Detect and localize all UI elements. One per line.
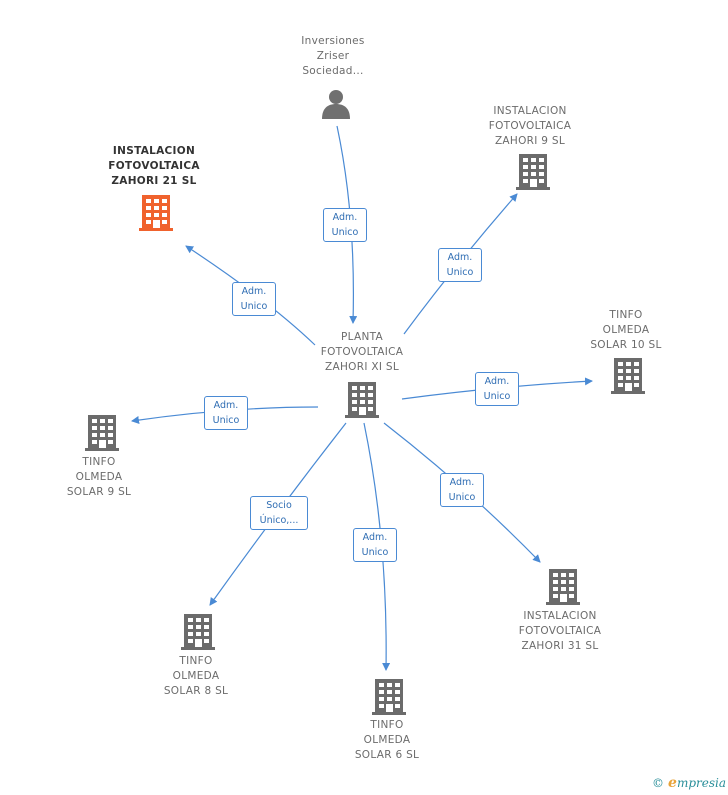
copyright-footer: ©empresia (652, 775, 726, 791)
node-label-line: FOTOVOLTAICA (518, 625, 602, 637)
node-label-zahori9[interactable]: INSTALACION FOTOVOLTAICA ZAHORI 9 SL (470, 104, 590, 149)
building-icon-center[interactable] (345, 382, 379, 418)
edge-label-line: Adm. (362, 532, 388, 543)
edge-label-zahori31[interactable]: Adm. Unico (440, 473, 484, 507)
edge-label-line: Unico (212, 415, 240, 426)
node-label-line: ZAHORI 31 SL (521, 640, 599, 652)
node-label-line: INSTALACION (112, 145, 196, 157)
node-label-line: SOLAR 10 SL (590, 339, 662, 351)
node-label-line: OLMEDA (363, 734, 411, 746)
edge-label-line: Unico (446, 267, 474, 278)
edge-label-center[interactable]: Adm. Unico (323, 208, 367, 242)
building-icon-zahori21[interactable] (139, 195, 173, 231)
node-label-line: SOLAR 8 SL (163, 685, 229, 697)
edge-label-tinfo10[interactable]: Adm. Unico (475, 372, 519, 406)
node-label-line: OLMEDA (602, 324, 650, 336)
building-icon-tinfo8[interactable] (181, 614, 215, 650)
node-label-tinfo6[interactable]: TINFO OLMEDA SOLAR 6 SL (327, 718, 447, 763)
edge-label-zahori9[interactable]: Adm. Unico (438, 248, 482, 282)
node-label-center[interactable]: PLANTA FOTOVOLTAICA ZAHORI XI SL (302, 330, 422, 375)
node-label-line: OLMEDA (75, 471, 123, 483)
building-icon-tinfo10[interactable] (611, 358, 645, 394)
copyright-symbol: © (652, 776, 665, 790)
node-label-line: FOTOVOLTAICA (320, 346, 404, 358)
node-label-line: ZAHORI XI SL (324, 361, 399, 373)
edge-label-line: Unico (240, 301, 268, 312)
node-label-line: INSTALACION (493, 105, 567, 117)
node-label-tinfo8[interactable]: TINFO OLMEDA SOLAR 8 SL (136, 654, 256, 699)
node-label-line: ZAHORI 21 SL (111, 175, 197, 187)
node-label-tinfo10[interactable]: TINFO OLMEDA SOLAR 10 SL (566, 308, 686, 353)
edge-label-line: Unico (331, 227, 359, 238)
node-label-line: TINFO (82, 456, 116, 468)
node-label-line: OLMEDA (172, 670, 220, 682)
node-label-line: Zriser (316, 50, 350, 62)
node-label-line: SOLAR 6 SL (354, 749, 420, 761)
node-label-line: ZAHORI 9 SL (494, 135, 566, 147)
edge-label-line: Unico (483, 391, 511, 402)
edge-label-line: Adm. (213, 400, 239, 411)
node-label-line: Inversiones (301, 35, 365, 47)
edge-label-line: Socio (266, 500, 292, 511)
node-label-line: TINFO (179, 655, 213, 667)
edge-label-line: Adm. (484, 376, 510, 387)
building-icon-zahori9[interactable] (516, 154, 550, 190)
person-icon-inversiones[interactable] (322, 90, 350, 119)
edge-label-tinfo6[interactable]: Adm. Unico (353, 528, 397, 562)
node-label-line: SOLAR 9 SL (66, 486, 132, 498)
edge-label-line: Adm. (449, 477, 475, 488)
edge-label-line: Adm. (447, 252, 473, 263)
node-label-line: FOTOVOLTAICA (488, 120, 572, 132)
node-label-line: INSTALACION (523, 610, 597, 622)
edge-label-tinfo9[interactable]: Adm. Unico (204, 396, 248, 430)
building-icon-tinfo6[interactable] (372, 679, 406, 715)
brand-logo-initial: e (668, 775, 677, 791)
building-icon-tinfo9[interactable] (85, 415, 119, 451)
node-label-zahori31[interactable]: INSTALACION FOTOVOLTAICA ZAHORI 31 SL (500, 609, 620, 654)
node-label-line: Sociedad... (302, 65, 364, 77)
edge-label-line: Adm. (332, 212, 358, 223)
node-label-line: TINFO (609, 309, 643, 321)
edge-label-line: Único,... (259, 515, 299, 526)
node-label-line: FOTOVOLTAICA (108, 160, 200, 172)
edge-label-line: Unico (448, 492, 476, 503)
edge-label-line: Unico (361, 547, 389, 558)
node-label-line: PLANTA (340, 331, 384, 343)
edge-label-zahori21[interactable]: Adm. Unico (232, 282, 276, 316)
node-label-tinfo9[interactable]: TINFO OLMEDA SOLAR 9 SL (39, 455, 159, 500)
node-label-zahori21[interactable]: INSTALACION FOTOVOLTAICA ZAHORI 21 SL (94, 144, 214, 189)
node-label-line: TINFO (370, 719, 404, 731)
edge-label-line: Adm. (241, 286, 267, 297)
building-icon-zahori31[interactable] (546, 569, 580, 605)
brand-logo-text: mpresia (676, 776, 726, 790)
